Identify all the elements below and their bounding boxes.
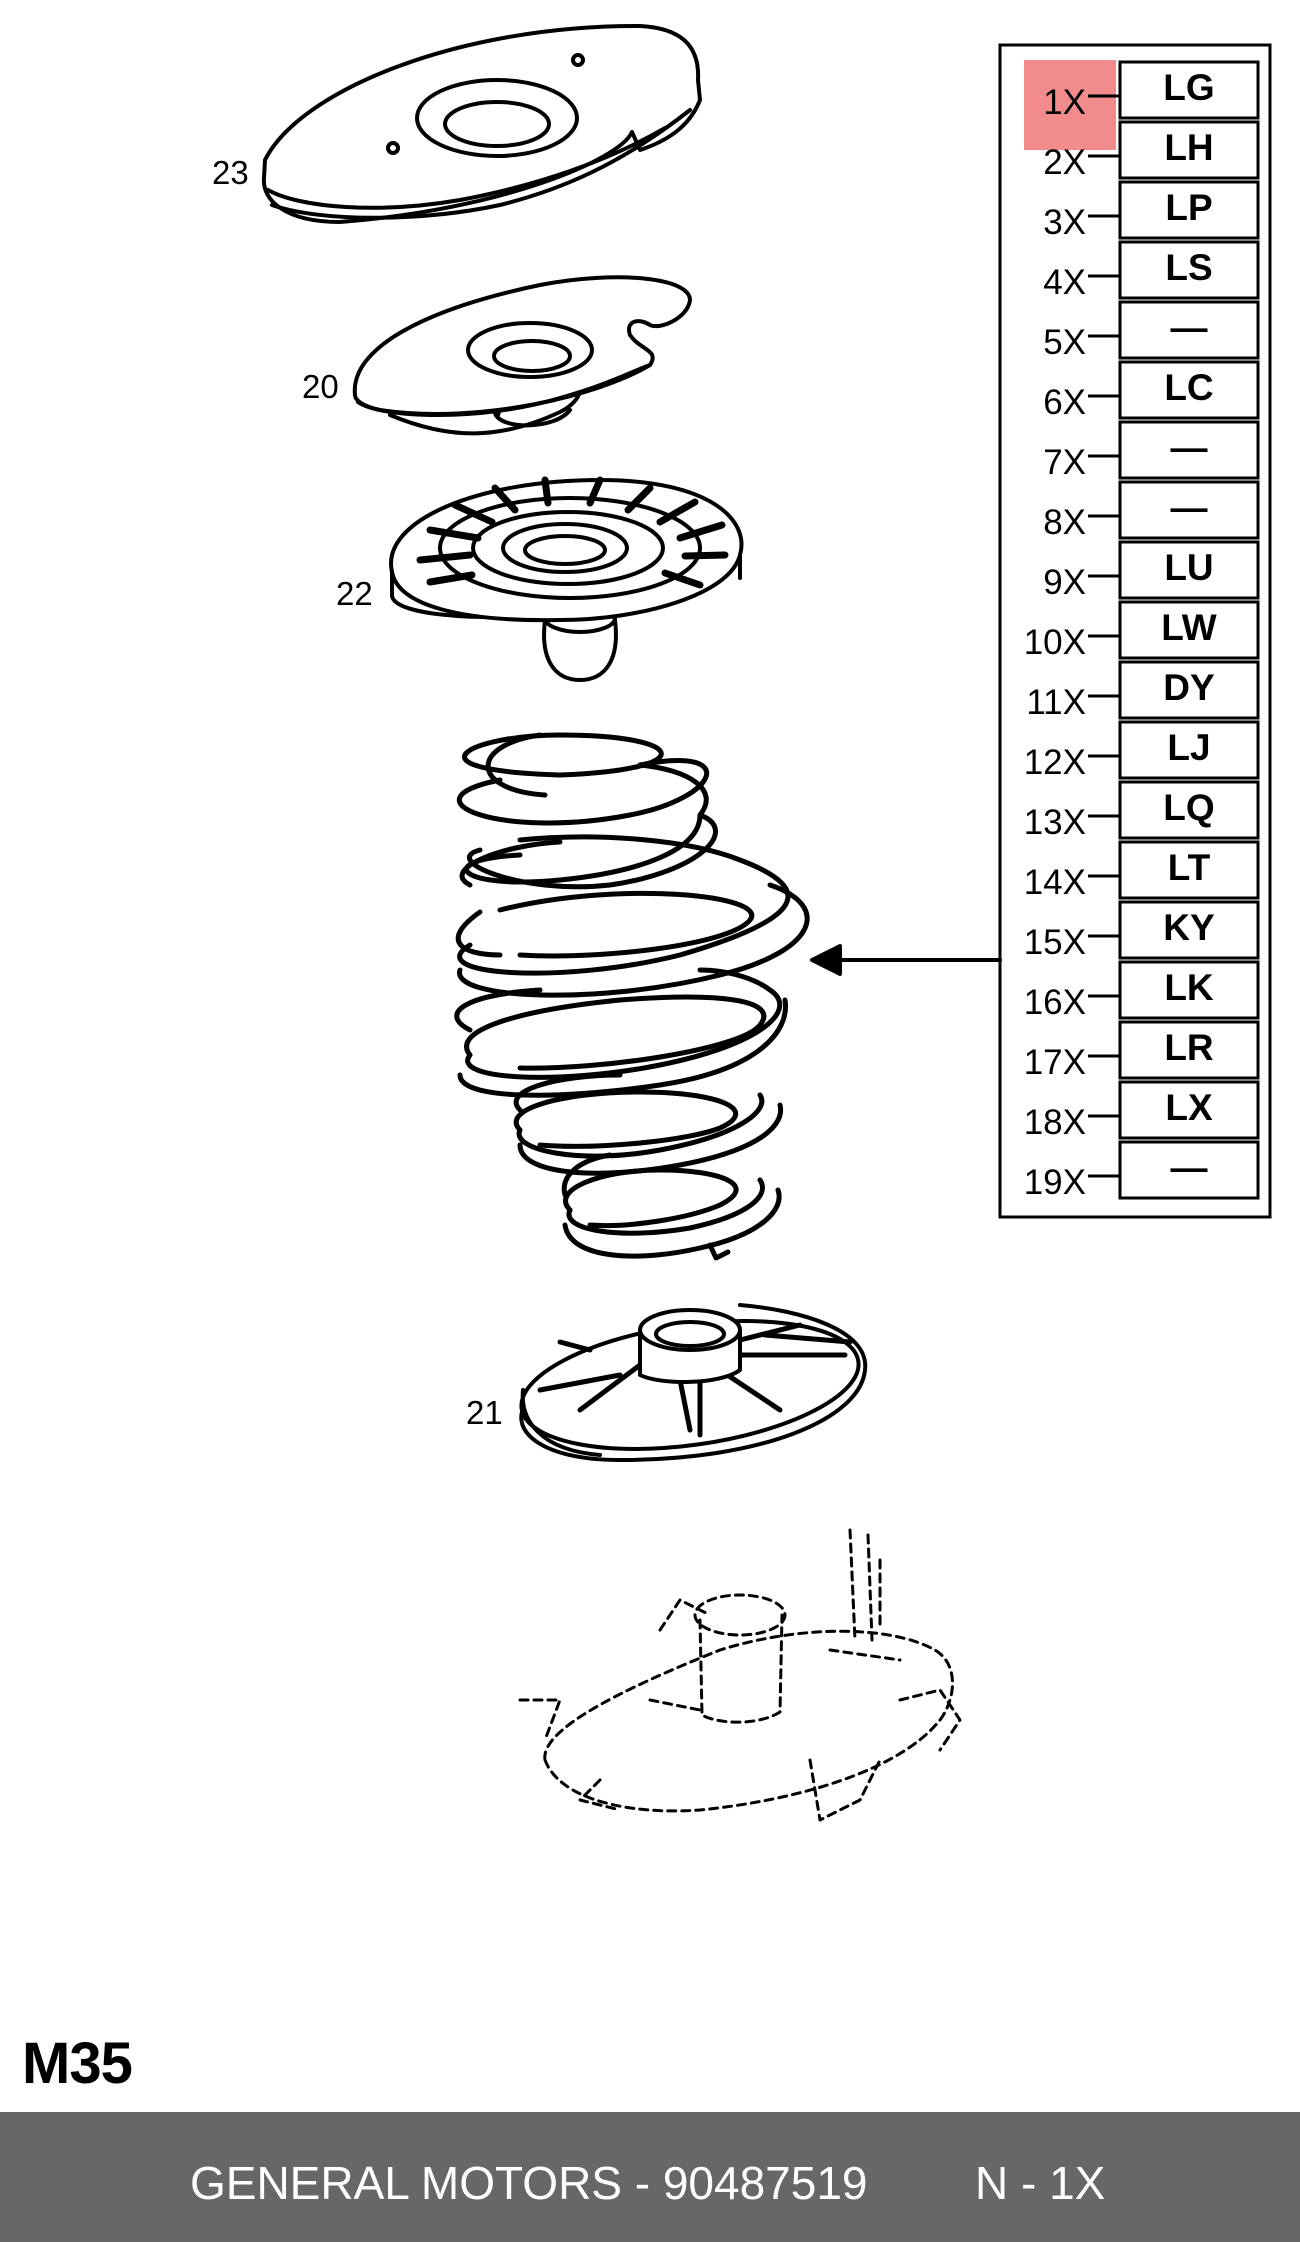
variant-code: LH [1164, 127, 1213, 168]
variant-code-box [1118, 960, 1260, 1020]
variant-row-label: 5X [1043, 323, 1086, 362]
variant-code-box [1118, 480, 1260, 540]
variant-table: 1X LG 2X LH 3X LP 4X LS 5X — 6X LC 7X — 8X — 9X LU 10X LW 11… [998, 43, 1272, 1219]
variant-code: — [1171, 427, 1208, 468]
exploded-parts-diagram: 23 20 22 21 1XLG2XLH3XLP4XLS5X—6XLC7X—8X… [212, 23, 1272, 1822]
variant-row: 8X — [1043, 480, 1260, 542]
variant-code-box [1118, 360, 1260, 420]
variant-code: LU [1164, 547, 1213, 588]
variant-code-box [1118, 660, 1260, 720]
variant-code: LK [1164, 967, 1214, 1008]
variant-code-box [1118, 540, 1260, 600]
variant-code: LW [1161, 607, 1217, 648]
variant-code-box [1118, 780, 1260, 840]
variant-row: 4X LS [1043, 240, 1260, 302]
variant-row: 14X LT [1024, 840, 1260, 902]
variant-code: LS [1165, 247, 1212, 288]
callout-20: 20 [302, 368, 339, 405]
variant-row: 13X LQ [1024, 780, 1260, 842]
variant-code: LX [1165, 1087, 1213, 1128]
variant-code: LQ [1163, 787, 1214, 828]
variant-code-box [1118, 120, 1260, 180]
variant-code: LC [1164, 367, 1213, 408]
variant-row-label: 7X [1043, 443, 1086, 482]
variant-row-label: 11X [1026, 683, 1086, 722]
variant-row: 9X LU [1043, 540, 1260, 602]
variant-code: LJ [1167, 727, 1210, 768]
variant-code: — [1171, 487, 1208, 528]
quantity-text: N - 1X [975, 2157, 1106, 2209]
variant-row: 10X LW [1024, 600, 1260, 662]
part-callouts: 23 20 22 21 [212, 154, 503, 1431]
variant-code-box [1118, 180, 1260, 240]
variant-code-box [1118, 240, 1260, 300]
variant-code: LR [1164, 1027, 1213, 1068]
variant-row-label: 2X [1043, 143, 1086, 182]
variant-table-frame [998, 43, 1272, 1219]
variant-code: — [1171, 307, 1208, 348]
part-23-top-mount-plate [261, 23, 702, 224]
variant-code-box [1118, 300, 1260, 360]
variant-code-box [1118, 720, 1260, 780]
part-21-lower-seat [519, 1303, 868, 1462]
variant-code-box [1118, 840, 1260, 900]
variant-row-label: 16X [1024, 983, 1086, 1022]
variant-row: 6X LC [1043, 360, 1260, 422]
variant-row-label: 3X [1043, 203, 1086, 242]
variant-row-label: 15X [1024, 923, 1086, 962]
variant-row-label: 19X [1024, 1163, 1086, 1202]
variant-row: 11X DY [1026, 660, 1260, 722]
variant-row: 12X LJ [1024, 720, 1260, 782]
variant-row-label: 14X [1024, 863, 1086, 902]
variant-arrow [810, 944, 1002, 976]
callout-23: 23 [212, 154, 249, 191]
variant-code-box [1118, 1080, 1260, 1140]
variant-row-label: 17X [1024, 1043, 1086, 1082]
variant-row-label: 12X [1024, 743, 1086, 782]
reference-part-dashed [518, 1528, 962, 1822]
callout-22: 22 [336, 575, 373, 612]
variant-row: 1X LG [1043, 60, 1260, 122]
variant-code: — [1171, 1147, 1208, 1188]
part-20-spring-pad [352, 275, 692, 436]
variant-row: 5X — [1043, 300, 1260, 362]
coil-spring [454, 732, 810, 1261]
variant-code: LP [1165, 187, 1212, 228]
variant-row: 3X LP [1043, 180, 1260, 242]
variant-code: LG [1163, 67, 1214, 108]
callout-21: 21 [466, 1394, 503, 1431]
part-22-spring-seat [389, 476, 744, 682]
variant-row-label: 10X [1024, 623, 1086, 662]
variant-row: 18X LX [1024, 1080, 1260, 1142]
variant-row-label: 13X [1024, 803, 1086, 842]
variant-code-box [1118, 900, 1260, 960]
variant-code: KY [1163, 907, 1215, 948]
variant-row: 16X LK [1024, 960, 1260, 1022]
variant-code-box [1118, 600, 1260, 660]
part-footer-bar: GENERAL MOTORS - 90487519 N - 1X [0, 2112, 1300, 2242]
variant-row-label: 9X [1043, 563, 1086, 602]
variant-row-label: 18X [1024, 1103, 1086, 1142]
variant-code-box [1118, 1020, 1260, 1080]
selected-row-highlight [1024, 60, 1116, 150]
variant-row: 2X LH [1043, 120, 1260, 182]
variant-code-box [1118, 60, 1260, 120]
variant-row-label: 6X [1043, 383, 1086, 422]
variant-row: 15X KY [1024, 900, 1260, 962]
page-code: M35 [22, 2031, 133, 2096]
variant-row-label: 4X [1043, 263, 1086, 302]
variant-row: 7X — [1043, 420, 1260, 482]
variant-code-box [1118, 420, 1260, 480]
variant-row: 17X LR [1024, 1020, 1260, 1082]
variant-row-label: 1X [1043, 83, 1086, 122]
variant-code: LT [1168, 847, 1211, 888]
variant-code: DY [1163, 667, 1215, 708]
part-number-text: GENERAL MOTORS - 90487519 [190, 2157, 868, 2209]
variant-row-label: 8X [1043, 503, 1086, 542]
variant-row: 19X — [1024, 1140, 1260, 1202]
variant-code-box [1118, 1140, 1260, 1200]
